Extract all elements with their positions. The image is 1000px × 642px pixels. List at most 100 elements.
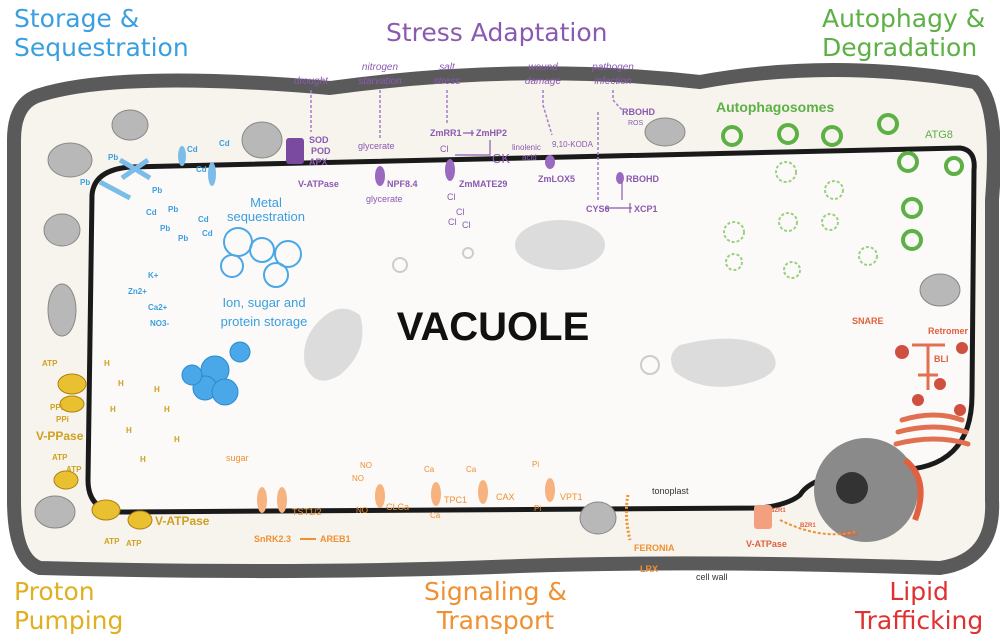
signaling-title-line1: Signaling &: [424, 577, 567, 606]
cys6-label: CYS6: [586, 204, 610, 214]
zmmate-label: ZmMATE29: [459, 179, 507, 189]
ck-pathway: [455, 130, 491, 156]
h-label-5: H: [140, 455, 146, 464]
cd-ion-6: Cd: [202, 229, 213, 238]
ion-storage-label-2: protein storage: [221, 314, 308, 329]
no3-label-3: NO: [356, 506, 368, 515]
trigger-salt-stress: stress: [434, 76, 461, 87]
transporters: [257, 478, 555, 513]
vatpase-lipid-pump: [754, 505, 772, 529]
pb-ion-5: Pb: [160, 224, 170, 233]
pb-channel-2: [98, 179, 132, 201]
cd-ion-4: Cd: [146, 208, 157, 217]
autophagy-title-line1: Autophagy &: [822, 4, 986, 33]
pb-ion-3: Pb: [152, 186, 162, 195]
zmhp2-label: ZmHP2: [476, 128, 507, 138]
atp-label-2: ATP: [52, 453, 68, 462]
signaling-title-line2: Transport: [436, 606, 555, 635]
npf-label: NPF8.4: [387, 179, 418, 189]
cl-label-4: Cl: [448, 217, 457, 227]
autophagosomes-label: Autophagosomes: [716, 99, 834, 115]
ros-label: ROS: [628, 120, 644, 127]
atg8-label: ATG8: [925, 129, 953, 141]
lrx-label: LRX: [640, 564, 658, 574]
pod-label: POD: [311, 146, 331, 156]
trigger-pathogen: pathogen: [591, 62, 634, 73]
pb-ion-4: Pb: [168, 205, 178, 214]
vacuole-label: VACUOLE: [397, 305, 590, 349]
ion-no3: NO3-: [150, 319, 169, 328]
storage-group: Pb Pb Pb Pb Pb Pb Cd Cd Cd Cd Cd Cd K+ Z…: [80, 139, 308, 406]
ck-label: CK: [492, 151, 510, 166]
pb-channel-1: [118, 157, 152, 181]
ca-label-3: Ca: [466, 465, 477, 474]
cys6-xcp1-inhibition: [606, 182, 632, 213]
pi-label-2: Pi: [534, 504, 541, 513]
signaling-group: sugar TST1/2 CLCa TPC1 CAX VPT1 tonoplas…: [226, 453, 728, 582]
cl-label-1: Cl: [440, 144, 449, 154]
bzr1-label-1: BZR1: [770, 508, 786, 514]
trigger-wound: wound: [528, 62, 558, 73]
vatpase-stress-label: V-ATPase: [298, 179, 339, 189]
trigger-damage: damage: [525, 76, 562, 87]
ppi-label-2: PPi: [56, 415, 69, 424]
koda-label: 9,10-KODA: [552, 140, 594, 149]
zmmate-transporter: [445, 159, 455, 181]
zmrr1-label: ZmRR1: [430, 128, 462, 138]
lipid-title: Lipid Trafficking: [855, 577, 983, 635]
clca-label: CLCa: [386, 502, 409, 512]
sod-label: SOD: [309, 135, 329, 145]
stress-arrows: [310, 90, 623, 200]
sugar-label: sugar: [226, 453, 249, 463]
zmlox-protein: [545, 155, 555, 169]
h-label-2: H: [118, 379, 124, 388]
cl-label-2: Cl: [447, 192, 456, 202]
vppase-pumps: [53, 373, 153, 530]
feronia-chain: [624, 494, 632, 541]
metal-label-2: sequestration: [227, 209, 305, 224]
rbohd-label: RBOHD: [626, 174, 659, 184]
bzr1-arrow: [779, 519, 856, 536]
cd-ion-3: Cd: [196, 165, 207, 174]
autophagosome-dashed: [723, 161, 878, 279]
trigger-salt: salt: [439, 62, 456, 73]
pb-ion-2: Pb: [80, 178, 90, 187]
h-label-1: H: [104, 359, 110, 368]
trigger-nitrogen: nitrogen: [362, 62, 399, 73]
snrk-label: SnRK2.3: [254, 534, 291, 544]
storage-vesicles: [181, 341, 251, 406]
signaling-title: Signaling & Transport: [424, 577, 567, 635]
vatpase-stress-pump: [286, 138, 304, 164]
vpt1-label: VPT1: [560, 492, 583, 502]
acid-label: acid: [522, 153, 537, 162]
trigger-drought: drought: [294, 76, 329, 87]
zmlox-label: ZmLOX5: [538, 174, 575, 184]
autophagy-title: Autophagy & Degradation: [822, 4, 985, 62]
vppase-label: V-PPase: [36, 429, 84, 443]
metal-label-1: Metal: [250, 195, 282, 210]
bzr1-label-2: BZR1: [800, 523, 816, 529]
tst-label: TST1/2: [292, 507, 322, 517]
lipid-title-line2: Trafficking: [855, 606, 984, 635]
proton-title-line2: Pumping: [14, 606, 124, 635]
retromer-vesicles: [895, 342, 968, 416]
trigger-infection: infection: [594, 76, 632, 87]
pb-ion-6: Pb: [178, 234, 188, 243]
no3-label-1: NO: [360, 461, 372, 470]
tonoplast-membrane: [85, 145, 977, 515]
vatpase-lipid-label: V-ATPase: [746, 539, 787, 549]
vacuole-blobs: [304, 220, 776, 387]
proton-group: ATP ATP ATP ATP ATP PPi PPi H H H H H H …: [36, 359, 210, 548]
vatpase-proton-label: V-ATPase: [155, 514, 210, 528]
cd-channel-1: [208, 162, 216, 186]
golgi: [893, 412, 971, 447]
ion-ca: Ca2+: [148, 303, 168, 312]
cytoplasm-organelles: [34, 109, 961, 535]
apx-label: APX: [309, 157, 328, 167]
stress-title-line1: Stress Adaptation: [386, 18, 608, 47]
cd-ion-1: Cd: [187, 145, 198, 154]
h-label-3: H: [110, 405, 116, 414]
bli-label: BLI: [934, 354, 949, 364]
storage-title: Storage & Sequestration: [14, 4, 189, 62]
rbohd-protein: [616, 172, 624, 184]
